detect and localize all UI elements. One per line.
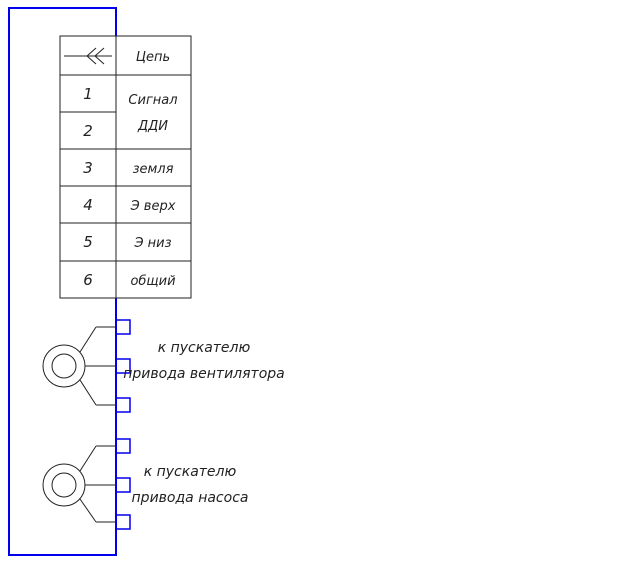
plug-inner-circle — [51, 353, 77, 379]
connector-pump-label-line2: привода насоса — [132, 490, 249, 506]
connector-fan — [42, 326, 116, 406]
pin-table — [59, 35, 192, 299]
pin-number: 3 — [83, 159, 93, 177]
table-header-label: Цепь — [136, 50, 170, 65]
connector-fan-label-line2: привода вентилятора — [123, 366, 285, 382]
signal-label-line1: Сигнал — [128, 93, 177, 108]
terminal-blocks-pump — [116, 438, 131, 530]
plug-outer-circle — [42, 463, 86, 507]
pin-number: 1 — [83, 85, 93, 103]
plug-outer-circle — [42, 344, 86, 388]
terminal-blocks-fan — [116, 319, 131, 413]
circuit-label: земля — [133, 162, 174, 177]
signal-label-line2: ДДИ — [137, 119, 168, 134]
connector-pump-label-line1: к пускателю — [144, 464, 237, 480]
pin-number: 6 — [83, 271, 93, 289]
circuit-label: Э верх — [130, 199, 176, 214]
connector-symbol-icon — [64, 47, 112, 65]
pin-table-border — [59, 35, 192, 299]
connector-pump — [42, 445, 116, 523]
pin-number: 5 — [83, 233, 93, 251]
pin-number: 4 — [83, 196, 93, 214]
circuit-label: Э низ — [133, 236, 171, 251]
plug-inner-circle — [51, 472, 77, 498]
connector-fan-label-line1: к пускателю — [158, 340, 251, 356]
pin-number: 2 — [83, 122, 93, 140]
circuit-label: общий — [130, 274, 175, 289]
